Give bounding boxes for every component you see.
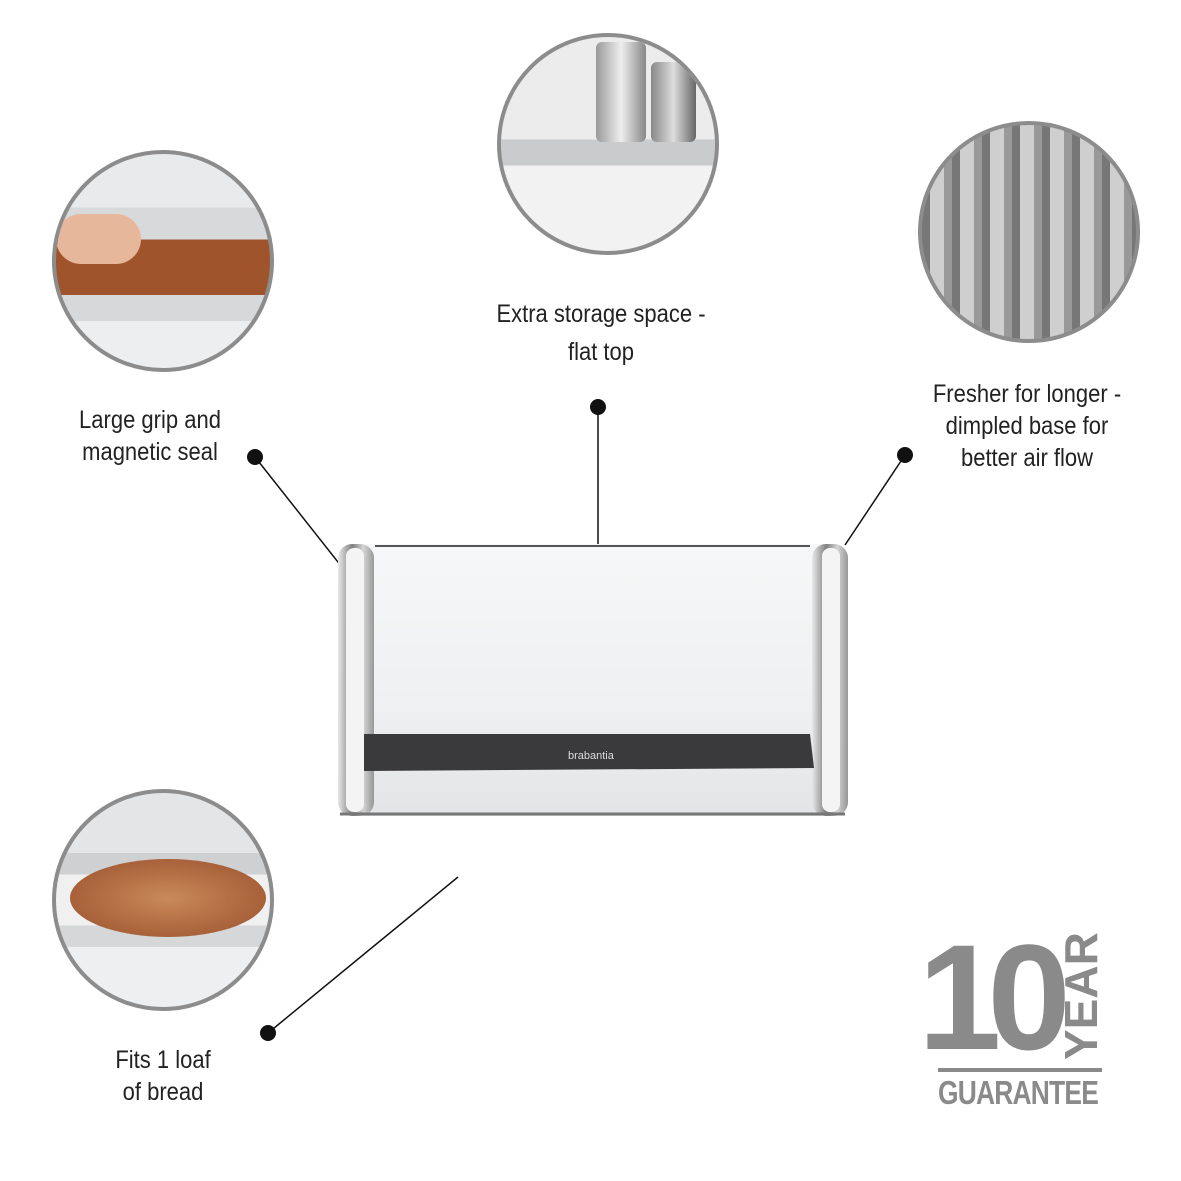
callout-dot-loaf: [260, 1025, 276, 1041]
callout-dot-storage: [590, 399, 606, 415]
label-line: dimpled base for: [945, 412, 1109, 440]
brand-label: brabantia: [568, 750, 614, 762]
label-line: flat top: [567, 338, 635, 366]
guarantee-badge: 10 YEAR GUARANTEE: [918, 922, 1108, 1115]
label-line: Large grip and: [79, 406, 221, 434]
guarantee-divider: [938, 1068, 1102, 1072]
label-line: of bread: [122, 1078, 204, 1106]
bread-bin-image: [338, 544, 848, 816]
callout-dot-fresher: [897, 447, 913, 463]
feature-label-loaf: Fits 1 loaf of bread: [75, 1044, 251, 1108]
feature-label-fresher: Fresher for longer - dimpled base for be…: [915, 378, 1139, 474]
guarantee-unit: YEAR: [1055, 932, 1107, 1060]
guarantee-number: 10: [918, 913, 1071, 1081]
callout-dot-grip: [247, 449, 263, 465]
hand-shape: [56, 214, 141, 264]
guarantee-word: GUARANTEE: [938, 1074, 1099, 1111]
detail-image-storage: [497, 33, 719, 255]
label-line: magnetic seal: [82, 438, 218, 466]
callout-line-fresher: [844, 454, 906, 546]
canister-shape: [651, 62, 696, 142]
detail-image-grip: [52, 150, 274, 372]
label-line: Extra storage space -: [496, 300, 706, 328]
label-line: better air flow: [960, 444, 1094, 472]
canister-shape: [596, 42, 646, 142]
detail-image-loaf: [52, 789, 274, 1011]
bread-shape: [70, 859, 266, 937]
label-line: Fresher for longer -: [932, 380, 1122, 408]
detail-image-dimpled-base: [918, 121, 1140, 343]
callout-line-loaf: [267, 876, 459, 1034]
feature-label-storage: Extra storage space - flat top: [486, 298, 717, 368]
label-line: Fits 1 loaf: [115, 1046, 211, 1074]
feature-label-grip: Large grip and magnetic seal: [53, 404, 247, 468]
